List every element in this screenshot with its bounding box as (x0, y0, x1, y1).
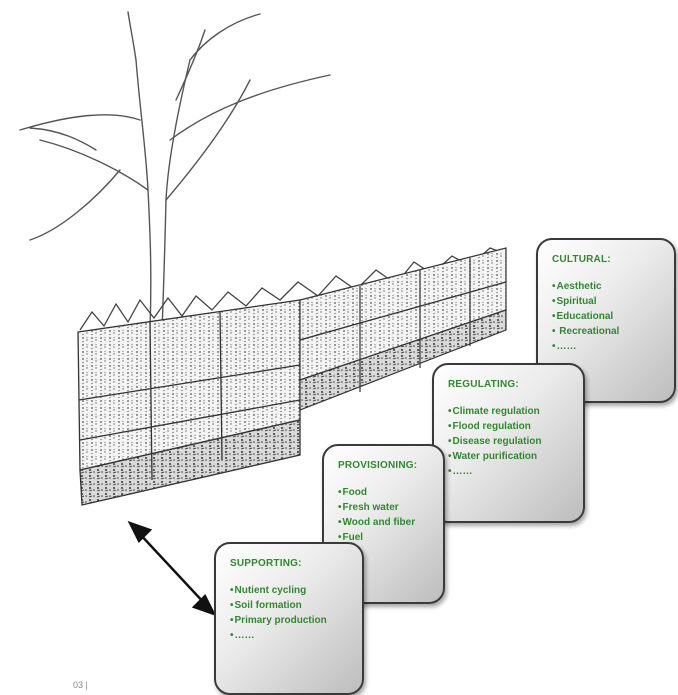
list-item: Fresh water (338, 500, 433, 515)
double-arrow-icon (127, 520, 217, 617)
soil-front-block (77, 299, 301, 506)
list-item: Educational (552, 309, 664, 324)
list-item: Disease regulation (448, 434, 573, 449)
card-regulating-title: REGULATING: (448, 379, 519, 390)
card-provisioning-title: PROVISIONING: (338, 460, 418, 471)
list-item: Food (338, 485, 433, 500)
tree-sketch (19, 11, 331, 331)
list-item: Climate regulation (448, 404, 573, 419)
list-item: …… (552, 339, 664, 354)
list-item: Soil formation (230, 598, 352, 613)
card-regulating-list: Climate regulation Flood regulation Dise… (448, 404, 573, 479)
list-item: Recreational (552, 324, 664, 339)
soil-back-wall (299, 247, 507, 411)
card-supporting: SUPPORTING: Nutient cycling Soil formati… (214, 542, 364, 695)
card-cultural-list: Aesthetic Spiritual Educational Recreati… (552, 279, 664, 354)
list-item: Primary production (230, 613, 352, 628)
list-item: Spiritual (552, 294, 664, 309)
list-item: Aesthetic (552, 279, 664, 294)
list-item: …… (448, 464, 573, 479)
list-item: Nutient cycling (230, 583, 352, 598)
list-item: Fuel (338, 530, 433, 545)
list-item: Wood and fiber (338, 515, 433, 530)
card-regulating: REGULATING: Climate regulation Flood reg… (432, 363, 585, 523)
list-item: Flood regulation (448, 419, 573, 434)
card-supporting-title: SUPPORTING: (230, 558, 302, 569)
list-item: …… (230, 628, 352, 643)
list-item: Water purification (448, 449, 573, 464)
page-number-label: 03 | (73, 680, 88, 690)
card-cultural-title: CULTURAL: (552, 254, 611, 265)
card-supporting-list: Nutient cycling Soil formation Primary p… (230, 583, 352, 643)
